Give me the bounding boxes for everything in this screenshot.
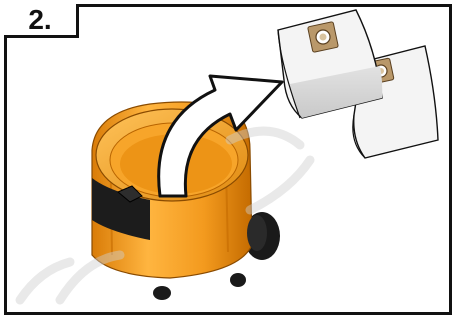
arrow-icon [157, 74, 284, 198]
filter-bag-full-icon [277, 9, 383, 119]
wheel-front-left [153, 286, 171, 300]
wheel-front-right [230, 273, 246, 287]
tank-handle-slot [117, 185, 143, 203]
step-number: 2. [28, 3, 52, 35]
tank-handle-band [92, 178, 150, 240]
step-number-box: 2. [4, 4, 79, 38]
wheel-side [247, 215, 267, 251]
